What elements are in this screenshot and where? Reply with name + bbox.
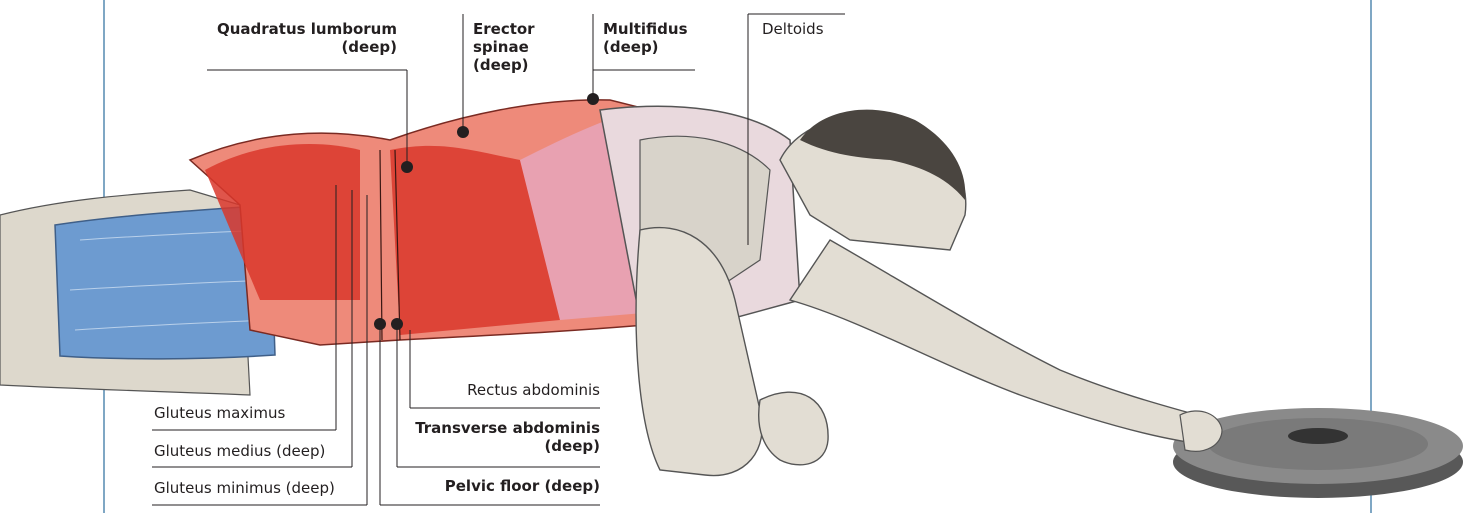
label-transverse-abdominis: Transverse abdominis (deep)	[380, 419, 600, 455]
label-quadratus-lumborum: Quadratus lumborum (deep)	[190, 20, 397, 56]
label-multifidus: Multifidus (deep)	[603, 20, 688, 56]
label-gluteus-medius: Gluteus medius (deep)	[154, 442, 325, 460]
label-erector-spinae: Erector spinae (deep)	[473, 20, 535, 74]
label-pelvic-floor: Pelvic floor (deep)	[400, 477, 600, 495]
upper-body	[600, 106, 1222, 475]
label-deltoids: Deltoids	[762, 20, 824, 38]
label-gluteus-minimus: Gluteus minimus (deep)	[154, 479, 335, 497]
label-rectus-abdominis: Rectus abdominis	[400, 381, 600, 399]
label-gluteus-maximus: Gluteus maximus	[154, 404, 285, 422]
